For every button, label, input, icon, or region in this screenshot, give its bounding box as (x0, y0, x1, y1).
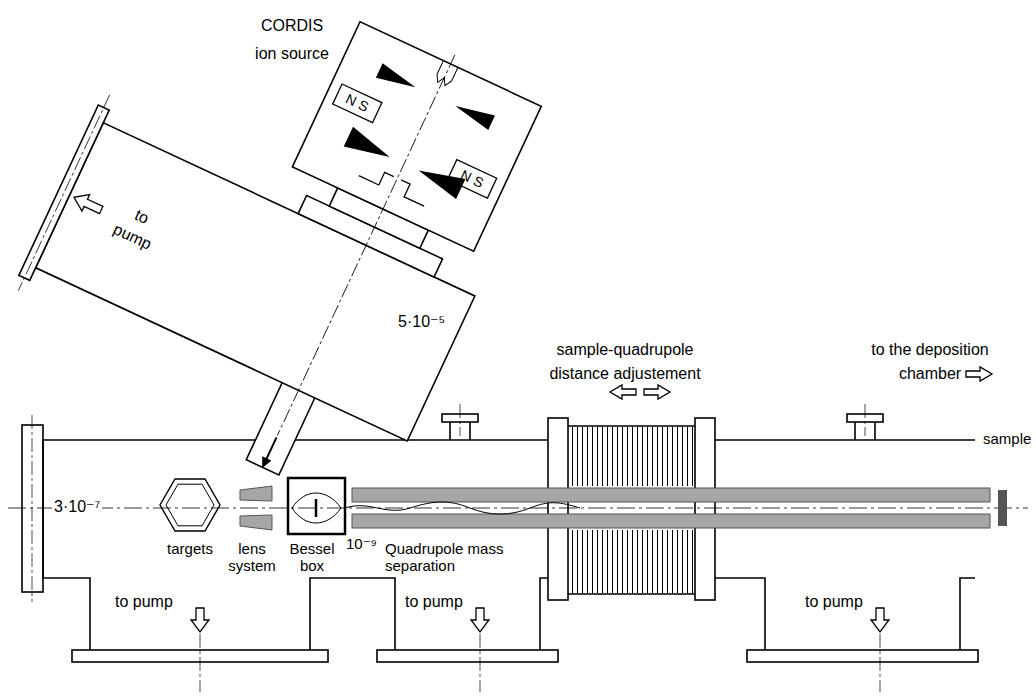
ion-source-housing (292, 22, 541, 252)
pole-piece (452, 99, 495, 130)
target-holder (160, 479, 220, 531)
chamber-wall (715, 440, 975, 650)
ion-trajectory (345, 502, 580, 514)
flange (19, 105, 109, 280)
quadrupole-rod (352, 488, 990, 502)
part-label: Quadrupole mass separation (385, 540, 505, 574)
pressure-label: 10⁻⁹ (346, 535, 377, 553)
flange (747, 650, 978, 662)
pump-label: to pump (805, 592, 863, 611)
flange (695, 418, 715, 600)
target-holder (166, 484, 214, 526)
pole-piece (376, 63, 419, 94)
magnet-label: N S (458, 166, 486, 191)
bellows (570, 427, 693, 486)
direction-arrow (191, 367, 992, 632)
part-label: Bessel box (284, 540, 340, 574)
part-label: CORDIS ion source (252, 12, 332, 68)
part-label: targets (167, 540, 213, 557)
pump-label: to pump (115, 592, 173, 611)
bessel-box (288, 478, 345, 534)
pressure-label: 5·10⁻⁵ (398, 312, 445, 331)
part-label: sample (983, 430, 1031, 448)
centre-line (32, 404, 880, 692)
source-axis (277, 55, 454, 436)
magnet-label: N S (343, 91, 371, 116)
beam-arrow (258, 456, 272, 470)
extraction-tube (246, 382, 315, 475)
beam-stop (315, 499, 318, 517)
beam-arrow (266, 437, 276, 459)
pressure-label: 3·10⁻⁷ (52, 497, 102, 516)
bellows-envelope (568, 426, 695, 594)
part-label: lens system (224, 540, 280, 574)
beam-envelope (292, 493, 341, 523)
chamber-wall (43, 440, 548, 650)
note-label: sample-quadrupole distance adjustement (540, 338, 710, 386)
sample-plate (998, 490, 1007, 526)
lens-electrode (240, 515, 272, 530)
pole-piece (344, 127, 395, 166)
bellows (570, 530, 693, 593)
ion-source-arm (0, 0, 564, 519)
flange (377, 650, 558, 662)
direction-arrow (70, 189, 105, 218)
pole-piece (414, 160, 465, 199)
centre-line (18, 95, 109, 291)
extraction-electrode (359, 163, 430, 206)
pump-label: to pump (405, 592, 463, 611)
lens-electrode (240, 486, 272, 501)
note-label: to the deposition chamber (860, 338, 1000, 386)
filament (434, 61, 458, 88)
quadrupole-rod (352, 514, 990, 528)
flange (548, 418, 568, 600)
pump-label: to pump (105, 196, 169, 257)
magnet-symbol (333, 84, 382, 123)
vacuum-chamber (22, 414, 978, 662)
flange (22, 425, 43, 592)
